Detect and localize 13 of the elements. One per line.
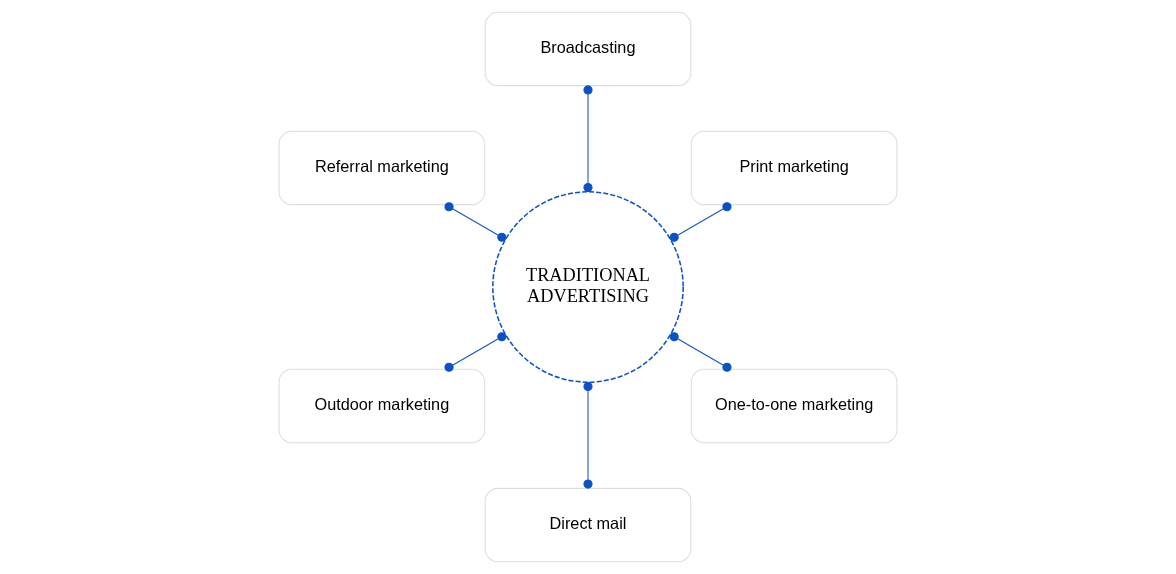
connector: [583, 381, 593, 489]
node-box: Broadcasting: [484, 11, 692, 87]
node-box: Direct mail: [484, 487, 692, 563]
connector: [669, 202, 732, 242]
node-box: Outdoor marketing: [278, 368, 486, 444]
node-circle: TRADITIONAL ADVERTISING: [492, 191, 684, 383]
connector: [444, 202, 507, 242]
connector: [583, 85, 593, 193]
connector: [669, 332, 732, 372]
node-box: One-to-one marketing: [690, 368, 898, 444]
node-box: Referral marketing: [278, 130, 486, 206]
connector: [444, 332, 507, 372]
node-box: Print marketing: [690, 130, 898, 206]
